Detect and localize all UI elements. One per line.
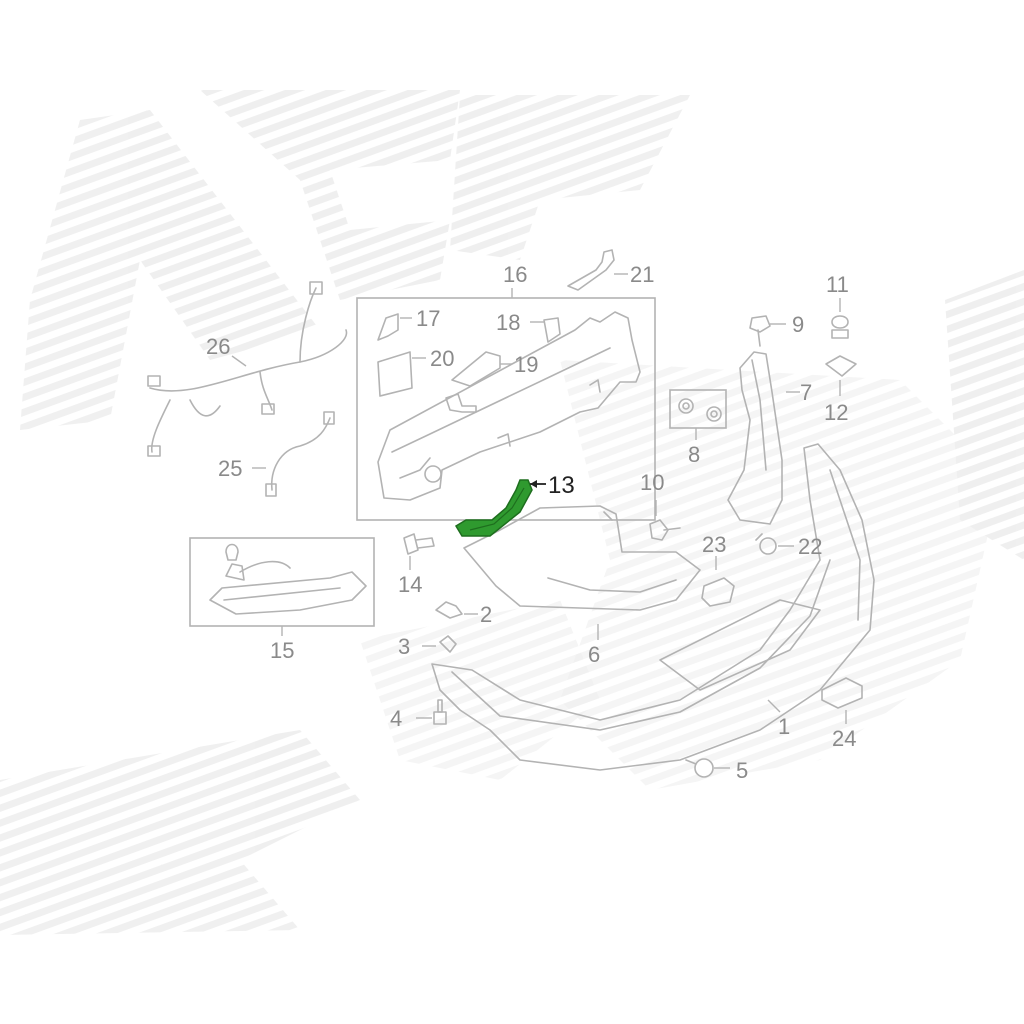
part-22: 22: [755, 533, 822, 559]
callout-15: 15: [270, 638, 294, 663]
callout-18: 18: [496, 310, 520, 335]
bracket-13-highlighted: 13: [454, 472, 575, 537]
bolt-14: 14: [398, 533, 435, 597]
bracket-19: [451, 351, 501, 387]
watermark: [0, 90, 1024, 935]
callout-19: 19: [514, 352, 538, 377]
callout-21: 21: [630, 262, 654, 287]
callout-8: 8: [688, 442, 700, 467]
reinforcement-group-16: 16 17 18 20 19: [356, 262, 656, 521]
callout-1: 1: [778, 714, 790, 739]
grommet-group-8: 8: [669, 389, 727, 467]
bolt-4: 4: [390, 699, 447, 731]
callout-16: 16: [503, 262, 527, 287]
part-5: 5: [685, 758, 748, 783]
callout-14: 14: [398, 572, 422, 597]
wiring-harness-26: 26: [147, 281, 348, 457]
callout-22: 22: [798, 534, 822, 559]
part-11: 11: [826, 272, 849, 339]
lower-cover: [463, 505, 701, 611]
callout-9: 9: [792, 312, 804, 337]
side-bracket-7: 7: [727, 351, 812, 525]
callout-10: 10: [640, 470, 664, 495]
callout-26: 26: [206, 334, 230, 359]
callout-23: 23: [702, 532, 726, 557]
clip-10: 10: [640, 470, 681, 541]
clip-2: 2: [435, 601, 492, 627]
callout-3: 3: [398, 634, 410, 659]
callout-5: 5: [736, 758, 748, 783]
bumper-reinforcement-beam: [377, 311, 641, 501]
part-21: 21: [567, 249, 654, 291]
reflector-lamp: [209, 571, 367, 615]
part-3: 3: [398, 634, 457, 659]
callout-13: 13: [548, 472, 575, 499]
callout-2: 2: [480, 602, 492, 627]
bracket-17: [377, 313, 399, 341]
part-23: 23: [701, 532, 735, 607]
callout-20: 20: [430, 346, 454, 371]
bumper-cover: [431, 443, 875, 771]
callout-12: 12: [824, 400, 848, 425]
callout-25: 25: [218, 456, 242, 481]
part-12: 12: [824, 355, 857, 425]
callout-17: 17: [416, 306, 440, 331]
bumper-cover-1: 1: [431, 443, 875, 771]
callout-11: 11: [826, 272, 849, 297]
lower-cover-6: 6: [463, 505, 701, 667]
callout-7: 7: [800, 380, 812, 405]
screw-9: 9: [749, 312, 804, 347]
side-bracket: [727, 351, 783, 525]
plate-20: [377, 351, 413, 397]
callout-24: 24: [832, 726, 856, 751]
callout-4: 4: [390, 706, 402, 731]
part-24: 24: [821, 677, 863, 751]
callout-6: 6: [588, 642, 600, 667]
highlighted-part: [454, 479, 533, 537]
group-frame-8: [669, 389, 727, 429]
lamp-group-15: 15: [189, 537, 375, 663]
bracket-18: [543, 317, 561, 343]
harness-25: 25: [218, 411, 335, 497]
